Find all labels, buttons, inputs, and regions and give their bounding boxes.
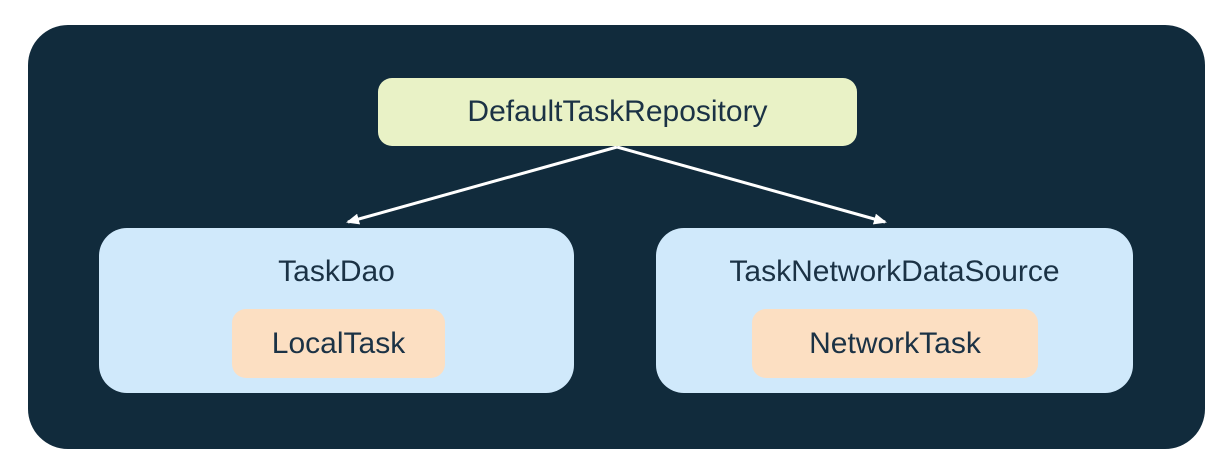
- repository-label: DefaultTaskRepository: [467, 95, 768, 128]
- network-datasource-node: TaskNetworkDataSource NetworkTask: [656, 228, 1133, 393]
- local-datasource-title: TaskDao: [278, 255, 395, 288]
- network-entity-label: NetworkTask: [809, 326, 981, 360]
- network-entity-chip: NetworkTask: [752, 309, 1038, 378]
- repository-node: DefaultTaskRepository: [378, 78, 857, 146]
- local-datasource-node: TaskDao LocalTask: [99, 228, 574, 393]
- local-entity-label: LocalTask: [271, 326, 406, 360]
- network-datasource-title: TaskNetworkDataSource: [729, 255, 1060, 288]
- local-entity-chip: LocalTask: [232, 309, 445, 378]
